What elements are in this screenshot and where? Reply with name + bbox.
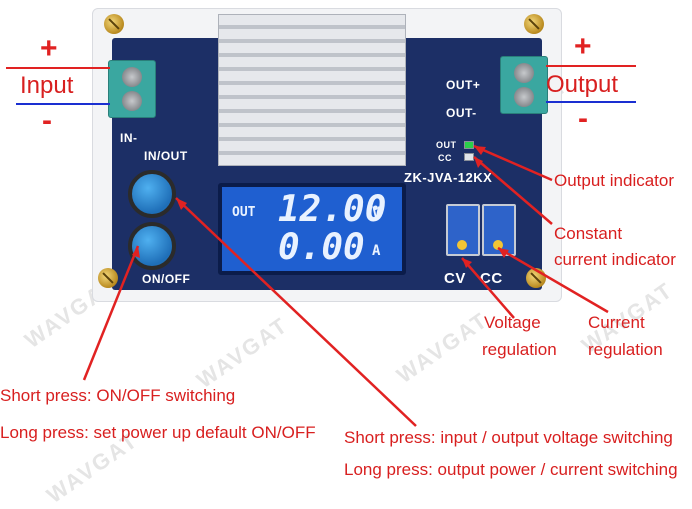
arrow-on-off [82,245,140,381]
screw-icon [524,14,544,34]
constant-current-label-line2: current indicator [554,250,676,269]
on-off-button[interactable] [128,222,176,270]
annotation-arrows [6,65,636,427]
arrowhead-icon [474,146,486,155]
in-out-button[interactable] [128,170,176,218]
cv-silk: CV [444,270,466,287]
arrow-voltage-regulation [461,257,515,319]
arrowhead-icon [474,157,483,168]
lcd-mode: OUT [232,205,256,220]
arrow-constant-current [473,156,553,225]
output-minus-sign: - [578,102,588,135]
constant-current-label-line1: Constant [554,224,623,243]
cc-led-silk: CC [438,153,452,163]
onoff-long-press-label: Long press: set power up default ON/OFF [0,423,316,442]
out-led-silk: OUT [436,140,457,150]
heatsink [218,14,406,166]
screw-icon [104,14,124,34]
input-minus-sign: - [42,104,52,137]
cc-silk: CC [480,270,503,287]
voltage-potentiometer[interactable] [446,204,480,256]
output-led-icon [464,141,474,149]
lcd-voltage-unit: V [372,205,381,221]
input-label: Input [20,72,74,99]
voltage-regulation-label-line2: regulation [482,340,557,359]
terminal-screw-icon [514,63,534,83]
output-indicator-label: Output indicator [554,171,675,190]
out-minus-silk: OUT- [446,106,477,120]
in-out-silk: IN/OUT [144,149,188,163]
arrow-output-indicator [473,144,553,182]
output-plus-sign: + [574,30,592,63]
output-label: Output [546,71,619,98]
input-plus-sign: + [40,32,58,65]
on-off-silk: ON/OFF [142,272,191,286]
current-regulation-label-line1: Current [588,313,645,332]
lcd-current-unit: A [372,243,381,259]
lcd-voltage: 12.00 [278,189,387,230]
cc-led-icon [464,153,474,161]
arrowhead-icon [498,248,509,258]
in-minus-silk: IN- [120,131,138,145]
inout-long-press-label: Long press: output power / current switc… [344,460,678,479]
screw-icon [98,268,118,288]
arrowhead-icon [132,246,140,258]
out-plus-silk: OUT+ [446,78,481,92]
output-terminal[interactable] [500,56,548,114]
voltage-regulation-label-line1: Voltage [484,313,541,332]
terminal-screw-icon [122,67,142,87]
arrowhead-icon [176,198,187,210]
model-silk: ZK-JVA-12KX [404,170,493,185]
inout-short-press-label: Short press: input / output voltage swit… [344,428,673,447]
terminal-screw-icon [514,87,534,107]
current-regulation-label-line2: regulation [588,340,663,359]
lcd-display: OUT 12.00 V 0.00 A [218,183,406,275]
arrow-in-out [175,197,417,427]
input-terminal[interactable] [108,60,156,118]
terminal-screw-icon [122,91,142,111]
lcd-current: 0.00 [278,227,365,268]
onoff-short-press-label: Short press: ON/OFF switching [0,386,236,405]
arrow-current-regulation [497,246,609,314]
arrowhead-icon [462,258,472,268]
